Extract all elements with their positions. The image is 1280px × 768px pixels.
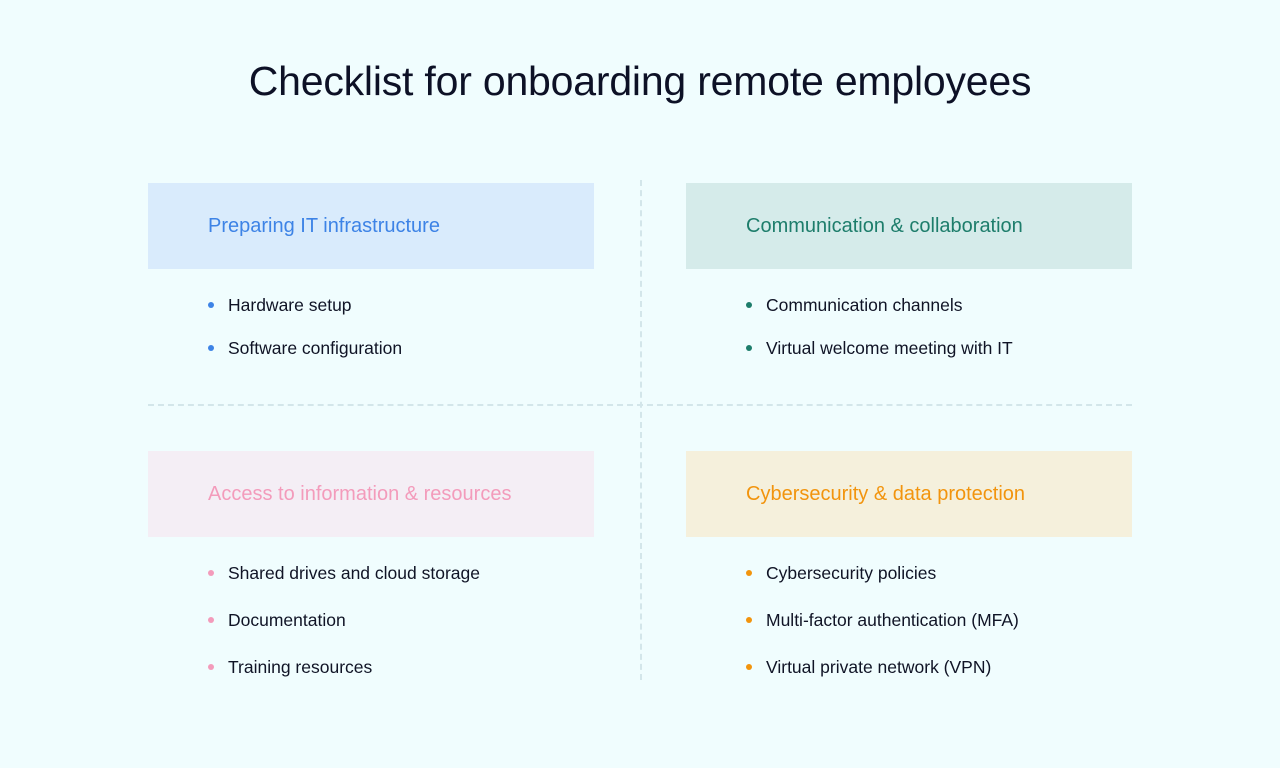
quadrant-cybersecurity: Cybersecurity & data protection Cybersec… (686, 451, 1132, 677)
bullet-icon (746, 617, 752, 623)
bullet-icon (208, 345, 214, 351)
checklist: Shared drives and cloud storage Document… (148, 563, 594, 677)
checklist: Cybersecurity policies Multi-factor auth… (686, 563, 1132, 677)
list-item: Virtual welcome meeting with IT (746, 338, 1132, 358)
list-item-label: Software configuration (228, 337, 403, 358)
list-item-label: Communication channels (766, 294, 963, 315)
list-item-label: Virtual private network (VPN) (766, 656, 992, 677)
list-item-label: Shared drives and cloud storage (228, 562, 480, 583)
horizontal-divider (148, 404, 1132, 406)
quadrant-heading: Preparing IT infrastructure (148, 183, 594, 269)
list-item-label: Virtual welcome meeting with IT (766, 337, 1013, 358)
list-item: Hardware setup (208, 295, 594, 315)
list-item-label: Documentation (228, 609, 346, 630)
list-item-label: Multi-factor authentication (MFA) (766, 609, 1019, 630)
list-item: Software configuration (208, 338, 594, 358)
bullet-icon (208, 617, 214, 623)
checklist: Hardware setup Software configuration (148, 295, 594, 358)
quadrant-access-resources: Access to information & resources Shared… (148, 451, 594, 677)
quadrant-communication: Communication & collaboration Communicat… (686, 183, 1132, 358)
bullet-icon (746, 664, 752, 670)
bullet-icon (208, 664, 214, 670)
vertical-divider (640, 180, 642, 680)
bullet-icon (746, 570, 752, 576)
quadrant-it-infrastructure: Preparing IT infrastructure Hardware set… (148, 183, 594, 358)
list-item-label: Training resources (228, 656, 373, 677)
bullet-icon (208, 570, 214, 576)
list-item: Training resources (208, 657, 594, 677)
list-item: Virtual private network (VPN) (746, 657, 1132, 677)
list-item: Shared drives and cloud storage (208, 563, 594, 583)
quadrant-heading: Cybersecurity & data protection (686, 451, 1132, 537)
quadrant-heading: Communication & collaboration (686, 183, 1132, 269)
bullet-icon (746, 302, 752, 308)
list-item: Communication channels (746, 295, 1132, 315)
bullet-icon (746, 345, 752, 351)
list-item-label: Cybersecurity policies (766, 562, 937, 583)
checklist: Communication channels Virtual welcome m… (686, 295, 1132, 358)
list-item: Documentation (208, 610, 594, 630)
bullet-icon (208, 302, 214, 308)
list-item: Cybersecurity policies (746, 563, 1132, 583)
list-item-label: Hardware setup (228, 294, 352, 315)
quadrant-heading: Access to information & resources (148, 451, 594, 537)
list-item: Multi-factor authentication (MFA) (746, 610, 1132, 630)
page-title: Checklist for onboarding remote employee… (248, 58, 1032, 104)
